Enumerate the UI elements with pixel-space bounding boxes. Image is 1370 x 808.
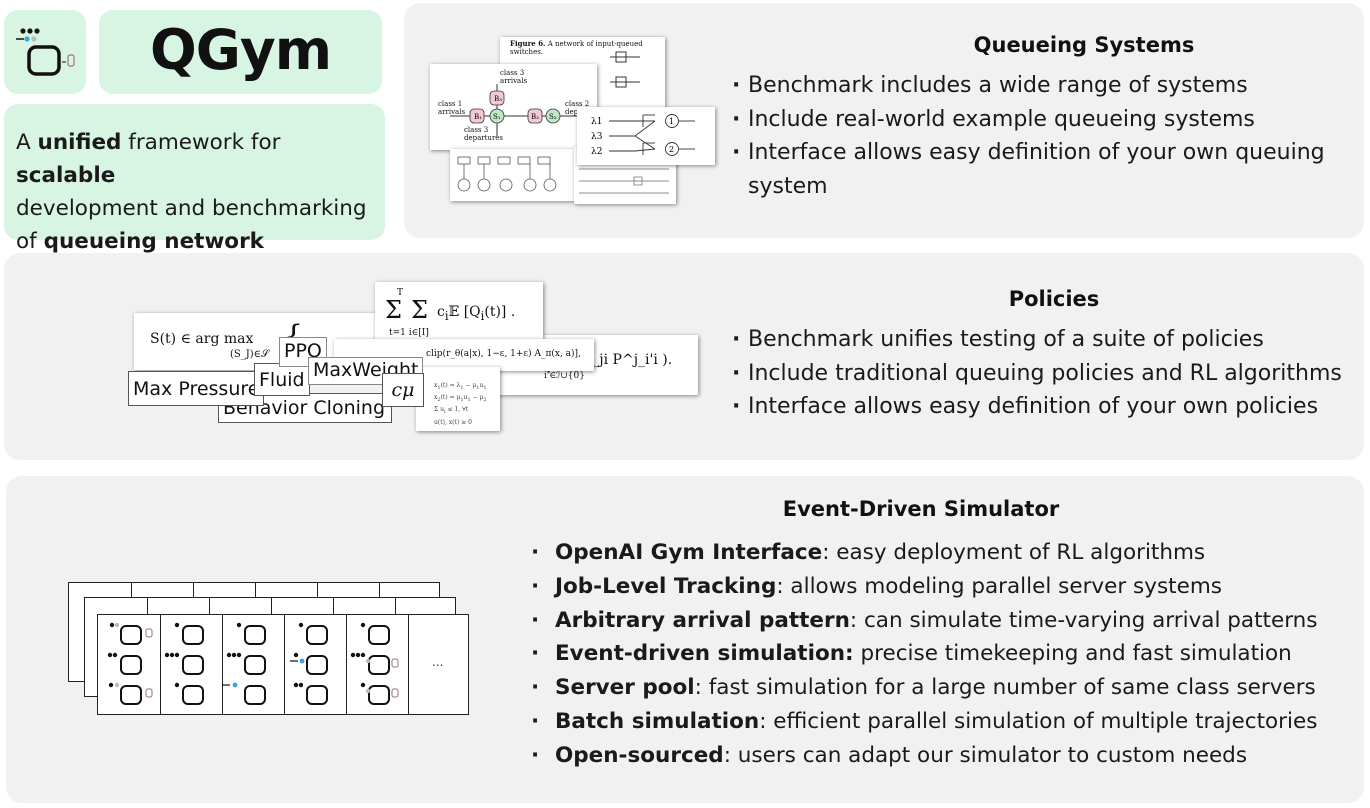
ellipsis: ... [432,655,444,669]
svg-text:λ1: λ1 [591,117,602,127]
svg-text:λ3: λ3 [591,132,603,142]
list-item: Open-sourced: users can adapt our simula… [527,739,1357,773]
logo-tile [4,10,86,94]
queueing-systems-bullets: Benchmark includes a wide range of syste… [730,69,1350,203]
simulator-title: Event-Driven Simulator [782,497,1060,521]
list-item: Server pool: fast simulation for a large… [527,671,1357,705]
list-item: Include real-world example queueing syst… [730,103,1350,137]
svg-text:2: 2 [669,145,674,154]
queueing-systems-title: Queueing Systems [973,33,1195,57]
app-title: QGym [149,18,332,82]
parallel-server-figure: λ1 λ3 λ2 1 2 [577,107,715,165]
tandem-network-figure [450,149,574,201]
svg-text:S₂: S₂ [549,113,557,121]
behavior-cloning-label: Behavior Cloning [218,393,392,423]
svg-text:B₁: B₁ [474,113,482,121]
policies-title: Policies [1008,287,1100,311]
svg-text:B₃: B₃ [494,95,502,103]
list-item: Interface allows easy definition of your… [730,390,1355,424]
fluid-label: Fluid [254,363,310,396]
list-item: Include traditional queuing policies and… [730,357,1355,391]
multiclass-line-figure: B₁ S₁ B₃ B₂ S₂ class 1 arrivals class 3 … [430,64,597,150]
list-item: Arbitrary arrival pattern: can simulate … [527,604,1357,638]
list-item: Benchmark unifies testing of a suite of … [730,323,1355,357]
list-item: Interface allows easy definition of your… [730,136,1350,203]
list-item: Job-Level Tracking: allows modeling para… [527,570,1357,604]
tagline-tile: A unified framework for scalable develop… [4,104,385,287]
svg-text:S₁: S₁ [493,113,501,121]
policies-bullets: Benchmark unifies testing of a suite of … [730,323,1355,424]
list-item: Event-driven simulation: precise timekee… [527,637,1357,671]
list-item: Benchmark includes a wide range of syste… [730,69,1350,103]
svg-text:1: 1 [669,117,674,126]
queue-logo-icon [16,28,75,76]
svg-text:B₂: B₂ [531,113,539,121]
cmu-label: cμ [382,373,424,407]
simulator-panel: ... Event-Driven Simulator OpenAI Gym In… [6,476,1364,803]
policies-panel: S(t) ∈ arg max (S_J)∈𝒮 { ( Σ i'∈ℐ∪{0} B_… [4,253,1364,460]
queueing-systems-panel: Figure 6. A network of input-queued swit… [404,3,1364,238]
list-item: Batch simulation: efficient parallel sim… [527,705,1357,739]
app-title-tile: QGym [99,10,382,94]
list-item: OpenAI Gym Interface: easy deployment of… [527,536,1357,570]
trajectory-grid-front: ... [97,614,469,715]
max-pressure-label: Max Pressure [128,371,265,406]
svg-text:λ2: λ2 [591,147,602,157]
simulator-bullets: OpenAI Gym Interface: easy deployment of… [527,536,1357,773]
